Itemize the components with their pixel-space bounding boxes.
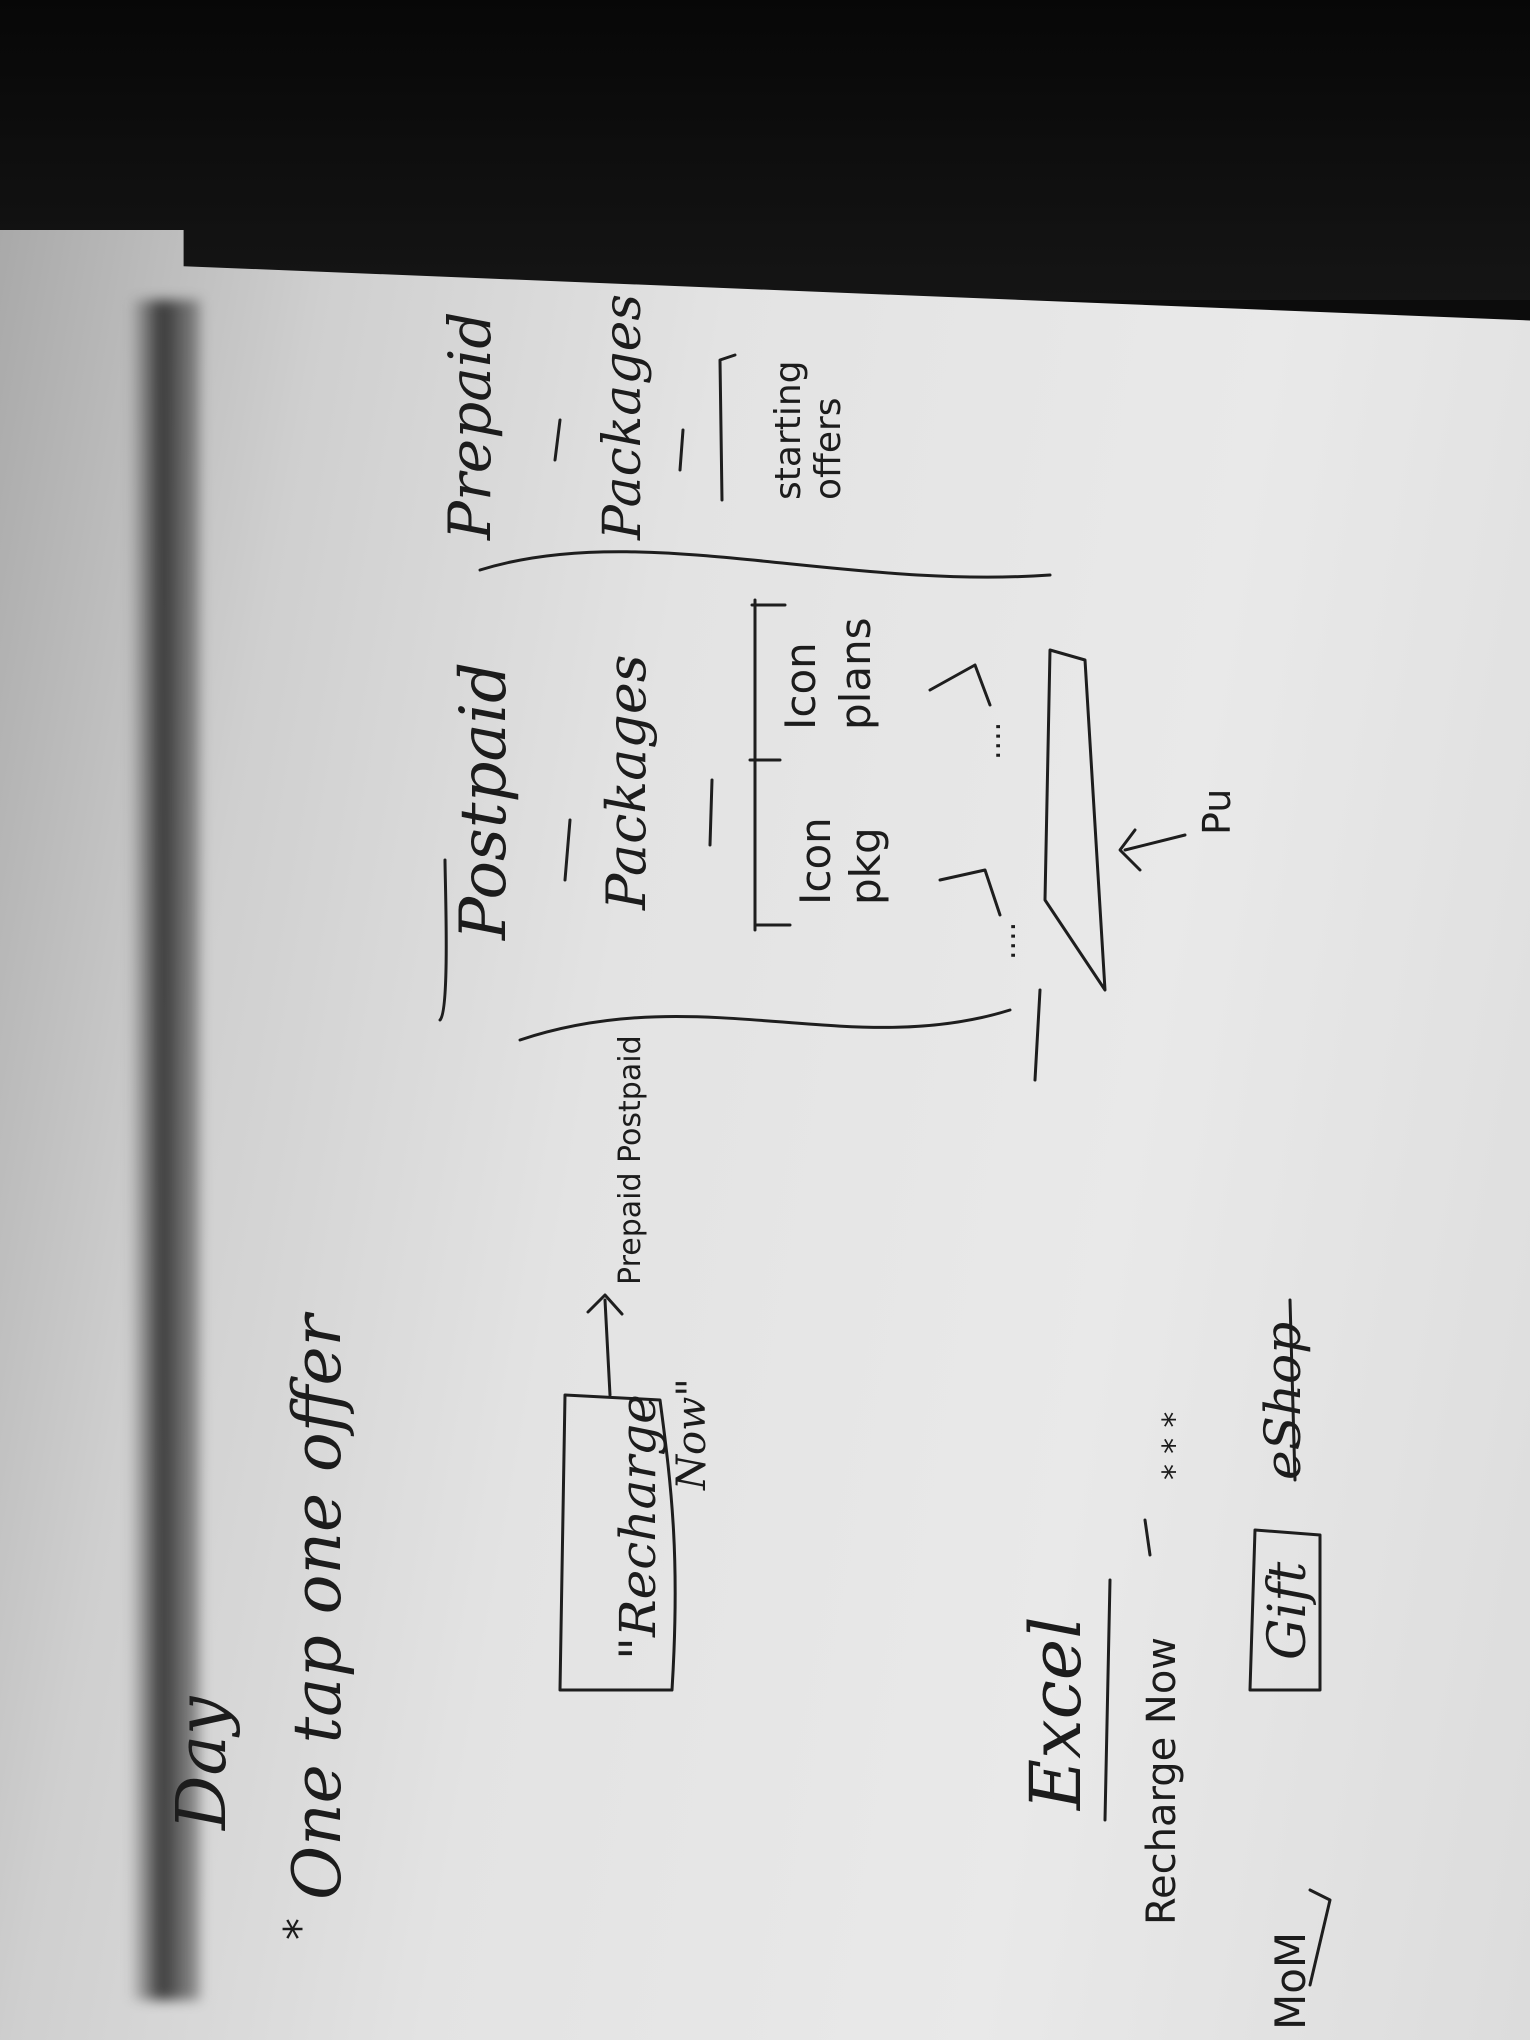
- mom-label: MoM: [1266, 1932, 1315, 2030]
- postpaid-packages: Packages: [595, 655, 658, 912]
- postpaid-title: Postpaid: [447, 662, 521, 941]
- branch-left-icon: Icon: [791, 817, 840, 905]
- tree-mark-right: [928, 663, 992, 707]
- prepaid-offers: offers: [808, 397, 849, 500]
- arrow-up-shaft: [1123, 833, 1187, 852]
- heading-day: Day: [163, 1695, 242, 1832]
- stars: * * *: [1155, 1412, 1193, 1480]
- prepaid-flow: Prepaid Packages starting offers: [436, 294, 849, 541]
- gift-box: [1248, 1528, 1322, 1692]
- recharge-box: [558, 1393, 677, 1692]
- arrow-packages-branch: [708, 778, 714, 847]
- mom-arrow: [1308, 1888, 1332, 1987]
- tree-mark-left: [938, 868, 1002, 917]
- postpaid-ellipsis-left: ....: [988, 922, 1023, 960]
- dark-background: [0, 0, 1530, 300]
- bullet-star: *: [275, 1918, 326, 1940]
- bar-line: [1033, 988, 1042, 1082]
- prepaid-title: Prepaid: [436, 312, 504, 541]
- gift-label: Gift: [1258, 1562, 1318, 1660]
- bracket-line-bottom: [518, 1008, 1012, 1042]
- arrow-packages-offers: [678, 428, 685, 472]
- arrow-head: [586, 1293, 624, 1316]
- eshop-underline: [1288, 1298, 1297, 1482]
- excel-section: Excel Recharge Now * * * Gift eShop MoM: [1015, 1298, 1332, 2030]
- long-bar-box: [1043, 648, 1107, 992]
- arrow-target-label: Prepaid Postpaid: [613, 1035, 648, 1285]
- excel-underline: [1103, 1578, 1112, 1822]
- excel-label: Excel: [1015, 1616, 1097, 1812]
- branch-right-plans: plans: [831, 617, 880, 730]
- arrow-up-head: [1118, 828, 1142, 872]
- recharge-box-label: "Recharge: [609, 1394, 667, 1660]
- eshop-label: eShop: [1254, 1322, 1312, 1480]
- arrow-postpaid-packages: [563, 818, 572, 882]
- recharge-now-label: Recharge Now: [1139, 1637, 1185, 1925]
- left-bracket: [438, 858, 448, 1022]
- heading-one-tap-one-offer: One tap one offer: [279, 1311, 356, 1900]
- spiral-binding-shadow: [130, 300, 200, 2000]
- prepaid-packages: Packages: [593, 294, 653, 541]
- recharge-now-arrow: [1143, 1518, 1152, 1557]
- recharge-box-group: "Recharge Now" Prepaid Postpaid: [558, 1035, 715, 1692]
- prepaid-bracket: [718, 353, 737, 502]
- arrow-to-plans: [603, 1298, 612, 1397]
- prepaid-starting: starting: [768, 360, 809, 500]
- branch-left-pkg: pkg: [841, 827, 890, 905]
- notebook-page: [0, 230, 1530, 2040]
- arrow-prepaid-packages: [553, 418, 562, 462]
- divider-line: [478, 550, 1052, 579]
- branch-right-icon: Icon: [776, 642, 825, 730]
- postpaid-pu: Pu: [1195, 789, 1239, 835]
- postpaid-flow: Postpaid Packages Icon pkg Icon plans ..…: [447, 598, 1239, 1082]
- recharge-now-word: Now": [669, 1378, 715, 1491]
- postpaid-ellipsis-right: ....: [973, 722, 1008, 760]
